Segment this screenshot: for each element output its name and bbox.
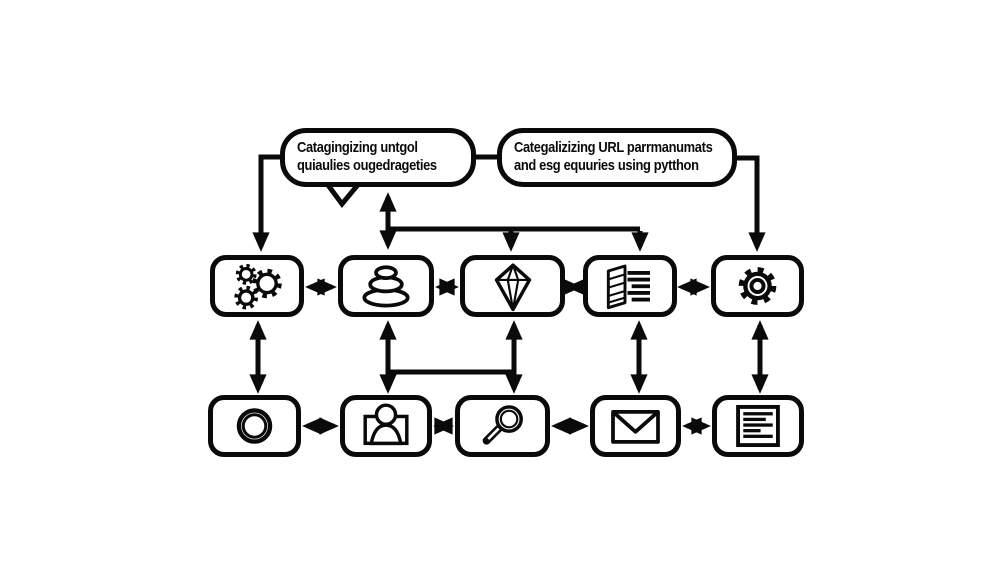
diamond-icon bbox=[494, 263, 531, 312]
callout-left: Catagingizing untgol quiaulies ougedrage… bbox=[280, 128, 476, 187]
fanned-pages-icon bbox=[606, 264, 650, 310]
ring-icon bbox=[236, 408, 273, 444]
node-diamond bbox=[460, 255, 565, 317]
document-lines-icon bbox=[736, 404, 780, 448]
callout-right-line2: and esg equuries using pytthon bbox=[514, 156, 699, 174]
gear-icon bbox=[738, 267, 777, 305]
node-gear bbox=[711, 255, 804, 317]
node-document bbox=[712, 395, 804, 457]
mail-icon bbox=[611, 409, 660, 444]
node-mail bbox=[590, 395, 681, 457]
node-search bbox=[455, 395, 550, 457]
connector-callout-right-to-gear bbox=[737, 155, 766, 252]
search-icon bbox=[482, 405, 523, 445]
callout-right-line1: Categalizizing URL parrmanumats bbox=[514, 138, 713, 156]
callout-left-line2: quiaulies ougedrageties bbox=[297, 156, 437, 174]
stones-stack-icon bbox=[362, 265, 410, 308]
gears-cluster-icon bbox=[234, 263, 282, 310]
node-ring bbox=[208, 395, 301, 457]
node-gears-cluster bbox=[210, 255, 304, 317]
node-fanned-pages bbox=[583, 255, 677, 317]
node-stones-stack bbox=[338, 255, 434, 317]
node-user bbox=[340, 395, 432, 457]
user-icon bbox=[363, 403, 409, 446]
callout-left-line1: Catagingizing untgol bbox=[297, 138, 418, 156]
connector-callout-left-to-gears bbox=[252, 154, 280, 252]
callout-right: Categalizizing URL parrmanumats and esg … bbox=[497, 128, 737, 187]
